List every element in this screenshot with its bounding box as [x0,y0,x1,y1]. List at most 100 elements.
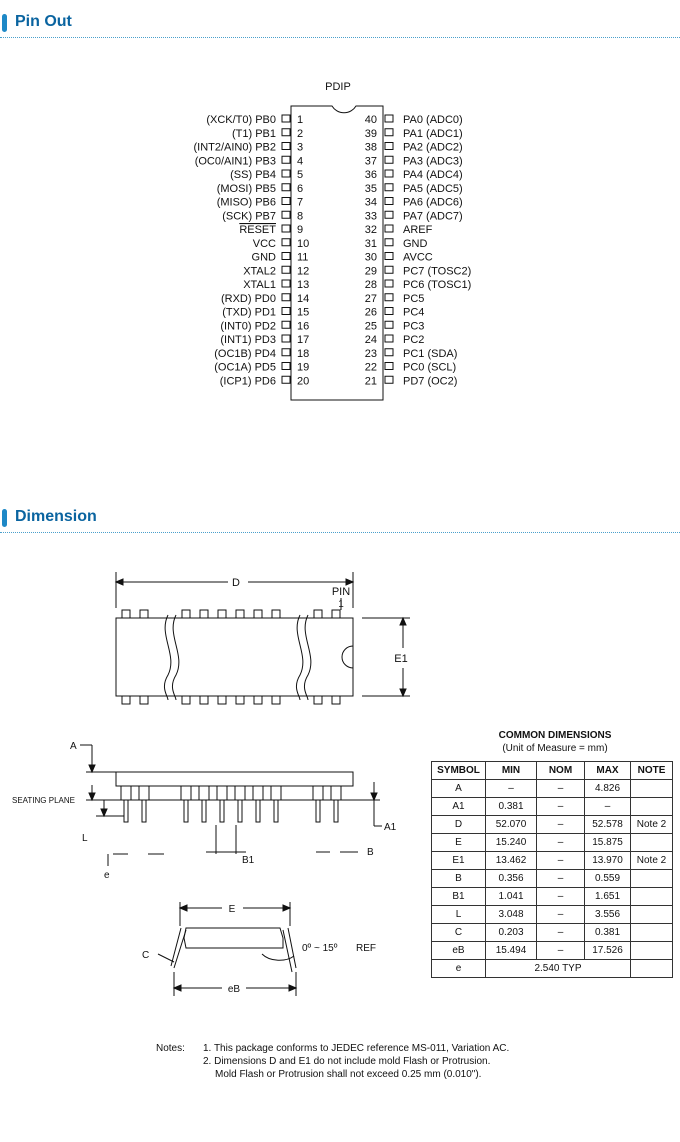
lead-tip [183,799,189,823]
cell-nom: – [536,869,585,888]
section-divider [0,532,680,533]
arrow-icon [282,904,292,912]
note-item: Mold Flash or Protrusion shall not excee… [215,1069,482,1080]
cell-min: – [485,779,537,798]
pin-number: 6 [297,183,303,195]
pin-label: (OC0/AIN1) PB3 [195,155,276,167]
cell-symbol: D [431,815,486,834]
cell-symbol: B1 [431,887,486,906]
pin-label: PC2 [403,334,424,346]
pin-box [384,293,394,302]
cell-symbol: A1 [431,797,486,816]
table-row: B1 1.041 – 1.651 [431,887,673,906]
angle-arc [261,953,295,961]
lead-top [235,609,245,619]
col-header-max: MAX [584,761,631,780]
cell-nom: – [536,851,585,870]
pin-label: GND [403,238,428,250]
lead-top [253,609,263,619]
table-row: E1 13.462 – 13.970 Note 2 [431,851,673,870]
lead-tip [219,799,225,823]
pin-box [384,307,394,315]
dimension-section-header: Dimension [0,505,680,533]
pin-box [384,238,394,247]
pin-label: PC0 (SCL) [403,362,456,374]
pin-label: PC1 (SDA) [403,348,457,360]
lead-shoulder [234,785,246,801]
pin-label: (XCK/T0) PB0 [206,114,276,126]
cell-symbol: eB [431,941,486,960]
pin-box [384,210,394,219]
pin-number: 38 [365,142,377,154]
pin-box [281,334,291,343]
arrow-icon [172,984,182,992]
pin-number: 40 [365,114,377,126]
cell-nom: – [536,905,585,924]
col-header-nom: NOM [536,761,585,780]
label-b1: B1 [242,855,255,866]
cell-symbol: E1 [431,851,486,870]
pin-box [384,142,394,150]
arrow-icon [399,616,407,626]
lead-top [181,609,191,619]
cell-max: 17.526 [584,941,631,960]
table-caption: COMMON DIMENSIONS (Unit of Measure = mm) [455,729,655,755]
cell-note: Note 2 [630,815,673,834]
notes-label: Notes: [156,1043,185,1054]
pin-label: PA4 (ADC4) [403,169,463,181]
pin-box [281,169,291,178]
pin-box [384,155,394,164]
pin-number: 14 [297,293,309,305]
pin-label: (ICP1) PD6 [220,375,276,387]
package-drawing: D PIN 1 E1 A SEATING PLANE L A1 B1 B e E… [12,572,410,996]
table-row: A – – 4.826 [431,779,673,798]
pin-label: RESET [239,224,276,236]
pin-label: PD7 (OC2) [403,375,457,387]
lead-tip [123,799,129,823]
cell-note [630,923,673,942]
package-label: PDIP [325,81,351,93]
pin-number: 17 [297,334,309,346]
table-title: COMMON DIMENSIONS [498,730,612,741]
cell-symbol: B [431,869,486,888]
notes-items: 1. This package conforms to JEDEC refere… [203,1042,643,1081]
cell-min: 0.203 [485,923,537,942]
label-seating-plane: SEATING PLANE [12,796,75,805]
lead-bottom [199,695,209,705]
pin-number: 28 [365,279,377,291]
pin-label: VCC [253,238,276,250]
lead-bottom [121,695,131,705]
pin-label: PA2 (ADC2) [403,142,463,154]
lead-tip [315,799,321,823]
section-marker-icon [2,14,7,32]
pin-label: AREF [403,224,433,236]
arrow-icon [88,792,96,802]
cell-min: 15.494 [485,941,537,960]
pin-number: 22 [365,362,377,374]
lead-shoulder [330,785,342,801]
pin-box [281,307,291,315]
cell-note [630,959,673,978]
pin-number: 21 [365,375,377,387]
cell-nom: – [536,797,585,816]
pin-label: AVCC [403,252,433,264]
lead-bottom [235,695,245,705]
break-line [295,614,304,701]
pin-number: 7 [297,197,303,209]
table-row: C 0.203 – 0.381 [431,923,673,942]
lead-shoulder [252,785,264,801]
pin-label: (RXD) PD0 [221,293,276,305]
lead-top [217,609,227,619]
cell-max: 3.556 [584,905,631,924]
pin-label: (SS) PB4 [230,169,276,181]
pin-box [384,375,394,384]
cell-nom: – [536,923,585,942]
pin-number: 3 [297,142,303,154]
pin-box [281,210,291,219]
pin-number: 24 [365,334,377,346]
label-e: e [104,870,110,881]
table-header-row: SYMBOL MIN NOM MAX NOTE [431,761,673,780]
cell-nom: – [536,833,585,852]
pin-box [384,197,394,205]
